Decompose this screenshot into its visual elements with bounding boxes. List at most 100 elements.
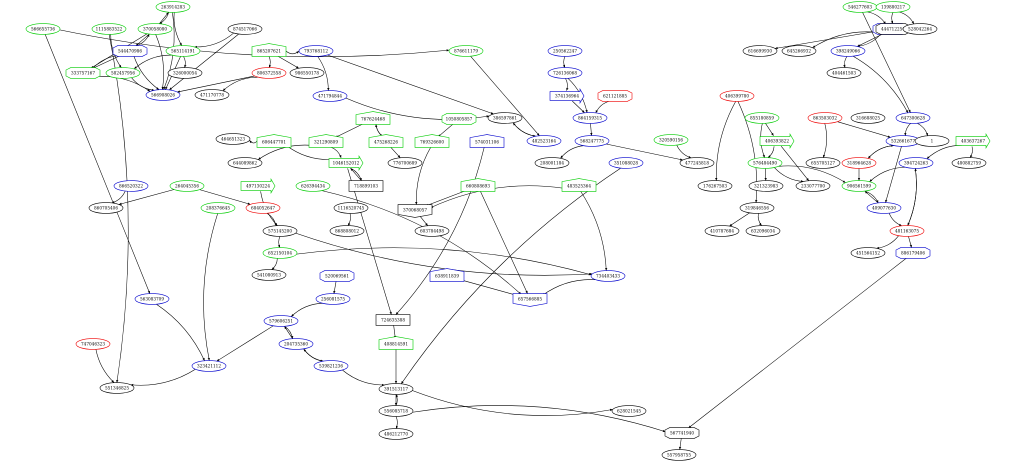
graph-node[interactable]: 551346825: [99, 382, 135, 394]
graph-node[interactable]: 544470986: [112, 45, 148, 57]
graph-node[interactable]: 718899103: [348, 180, 384, 192]
graph-node[interactable]: 444712256: [875, 23, 911, 35]
graph-node[interactable]: 320590156: [653, 134, 689, 146]
graph-node[interactable]: 769326600: [414, 134, 450, 148]
graph-node[interactable]: 319846556: [739, 202, 775, 214]
graph-node[interactable]: 579606251: [263, 315, 299, 327]
graph-node[interactable]: 863503032: [807, 112, 843, 124]
graph-node[interactable]: 233077700: [795, 180, 831, 192]
graph-node[interactable]: 864159315: [572, 112, 608, 124]
graph-node[interactable]: 486212770: [378, 428, 414, 440]
graph-node[interactable]: 333757167: [65, 67, 101, 79]
graph-node[interactable]: 866520322: [113, 180, 149, 192]
graph-node[interactable]: 394724263: [898, 157, 934, 169]
graph-node[interactable]: 497130224: [240, 177, 276, 195]
graph-node[interactable]: 483525364: [561, 178, 597, 192]
graph-node[interactable]: 471794844: [312, 90, 348, 102]
graph-node[interactable]: 520069561: [319, 270, 355, 282]
graph-node[interactable]: 208376645: [200, 202, 236, 214]
graph-node[interactable]: 403637267: [955, 132, 991, 150]
graph-node[interactable]: 621121885: [597, 90, 633, 102]
graph-node[interactable]: 321290809: [308, 134, 344, 148]
graph-node[interactable]: 865207621: [251, 43, 287, 57]
graph-node[interactable]: 726136068: [547, 67, 583, 79]
graph-node[interactable]: 628021545: [611, 405, 647, 417]
graph-node[interactable]: 323421112: [191, 360, 227, 372]
graph-node[interactable]: 645266932: [781, 45, 817, 57]
graph-node[interactable]: 139880217: [875, 1, 911, 13]
graph-node[interactable]: 326000054: [167, 67, 203, 79]
graph-node[interactable]: 652150104: [262, 247, 298, 259]
graph-node[interactable]: 767624468: [355, 111, 391, 125]
graph-node[interactable]: 567741940: [664, 427, 700, 439]
graph-node[interactable]: 539821236: [313, 360, 349, 372]
graph-node[interactable]: 406399780: [719, 90, 755, 102]
graph-node[interactable]: 1115883522: [91, 23, 127, 35]
graph-node[interactable]: 644089862: [227, 157, 263, 169]
graph-node[interactable]: 606447701: [256, 134, 292, 148]
graph-node[interactable]: 638911839: [429, 268, 465, 282]
graph-node[interactable]: 398249066: [830, 45, 866, 57]
graph-node[interactable]: 316688025: [850, 112, 886, 124]
graph-node[interactable]: 1116520745: [333, 202, 369, 214]
graph-node[interactable]: 464651323: [215, 133, 251, 145]
graph-node[interactable]: 256081575: [315, 293, 351, 305]
graph-node[interactable]: 655705127: [805, 157, 841, 169]
graph-node[interactable]: 876611179: [448, 45, 484, 57]
graph-node[interactable]: 264045356: [169, 180, 205, 192]
graph-node[interactable]: 528042264: [902, 23, 938, 35]
graph-node[interactable]: 557958755: [661, 449, 697, 461]
graph-node[interactable]: 370068057: [397, 204, 433, 218]
graph-node[interactable]: 1050805857: [441, 113, 477, 125]
graph-node[interactable]: 370058080: [137, 23, 173, 35]
graph-node[interactable]: 660808693: [460, 178, 496, 192]
graph-node[interactable]: 986550178: [289, 67, 325, 79]
graph-node[interactable]: 747046323: [75, 338, 111, 350]
graph-node[interactable]: 776700689: [387, 157, 423, 169]
graph-node[interactable]: 860705406: [88, 202, 124, 214]
graph-node[interactable]: 556085718: [378, 405, 414, 417]
graph-node[interactable]: 408814591: [378, 336, 414, 350]
graph-node[interactable]: 724635388: [375, 314, 411, 326]
graph-node[interactable]: 626394434: [295, 180, 331, 192]
graph-node[interactable]: 451564152: [850, 247, 886, 259]
graph-node[interactable]: 374136964: [549, 87, 585, 105]
graph-node[interactable]: 250562247: [547, 45, 583, 57]
graph-node[interactable]: 318964628: [841, 157, 877, 169]
graph-node[interactable]: 176267503: [697, 180, 733, 192]
graph-node[interactable]: 632096034: [745, 225, 781, 237]
graph-node[interactable]: 482523164: [526, 135, 562, 147]
graph-node[interactable]: 406393822: [759, 132, 795, 150]
graph-node[interactable]: 684052647: [245, 202, 281, 214]
graph-node[interactable]: 386597861: [487, 112, 523, 124]
graph-node[interactable]: 568247775: [574, 135, 610, 147]
graph-node[interactable]: 471170778: [194, 89, 230, 101]
graph-node[interactable]: 806372558: [251, 67, 287, 79]
graph-node[interactable]: 321323983: [748, 180, 784, 192]
graph-node[interactable]: 1: [914, 135, 950, 147]
graph-node[interactable]: 477245818: [679, 157, 715, 169]
graph-node[interactable]: 566655736: [25, 23, 61, 35]
graph-node[interactable]: 886179406: [895, 247, 931, 259]
graph-node[interactable]: 351088028: [608, 157, 644, 169]
graph-node[interactable]: 475268226: [368, 134, 404, 148]
graph-node[interactable]: 793768112: [298, 45, 334, 57]
graph-node[interactable]: 616699930: [742, 45, 778, 57]
graph-node[interactable]: 480882759: [951, 157, 987, 169]
graph-node[interactable]: 855180859: [744, 112, 780, 124]
graph-node[interactable]: 204735360: [278, 338, 314, 350]
graph-node[interactable]: 1046152012: [328, 154, 364, 172]
graph-node[interactable]: 208001184: [534, 157, 570, 169]
graph-node[interactable]: 565114191: [165, 45, 201, 57]
graph-node[interactable]: 647300628: [895, 112, 931, 124]
graph-node[interactable]: 603784498: [414, 225, 450, 237]
graph-node[interactable]: 409077630: [866, 202, 902, 214]
graph-node[interactable]: 410787684: [704, 225, 740, 237]
graph-node[interactable]: 563083709: [134, 293, 170, 305]
graph-node[interactable]: 575145200: [262, 225, 298, 237]
graph-node[interactable]: 481163075: [889, 225, 925, 237]
graph-node[interactable]: 541080913: [251, 269, 287, 281]
graph-node[interactable]: 657566885: [512, 293, 548, 307]
graph-node[interactable]: 906561599: [841, 180, 877, 192]
graph-node[interactable]: 868808012: [329, 225, 365, 237]
